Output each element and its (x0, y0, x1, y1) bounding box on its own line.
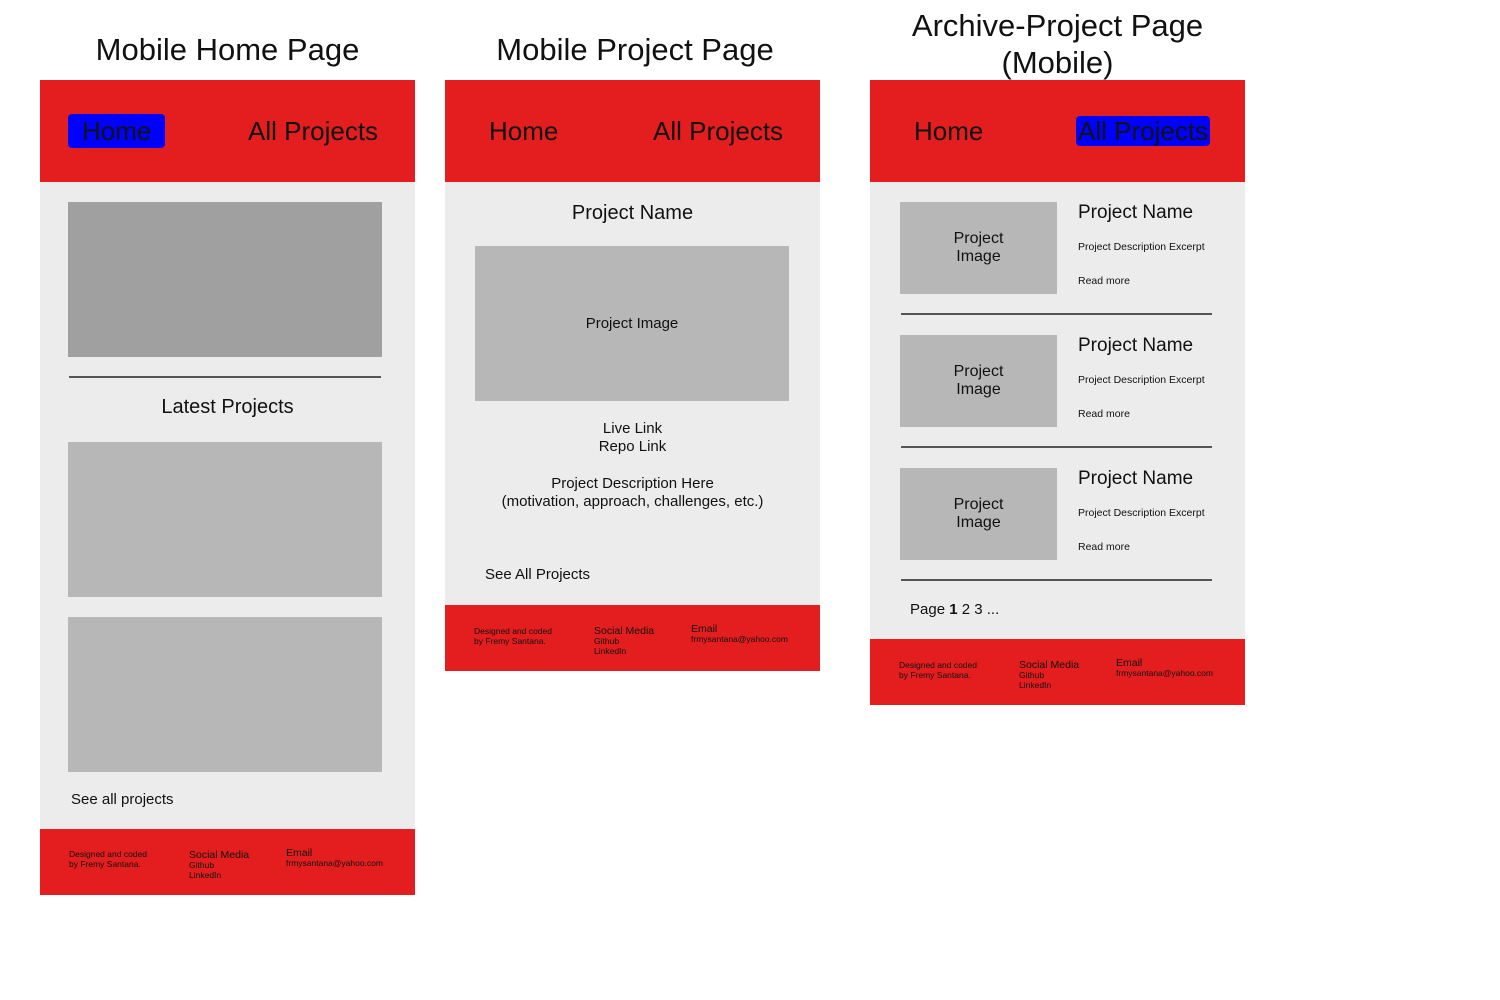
archive-header: Home All Projects (870, 80, 1245, 182)
image-label-line1: Project (953, 363, 1004, 380)
footer-email-title: Email (1116, 657, 1143, 669)
pagination-page-2[interactable]: 2 (961, 601, 971, 618)
home-divider (69, 376, 381, 378)
image-label-line2: Image (956, 381, 1001, 398)
footer-credit-line2: by Fremy Santana. (899, 670, 971, 680)
footer-email-title: Email (691, 623, 718, 635)
footer-email: Email frmysantana@yahoo.com (1116, 658, 1213, 678)
archive-item-name[interactable]: Project Name (1078, 202, 1194, 223)
project-image-placeholder: Project Image (475, 246, 789, 401)
footer-credit-line1: Designed and coded (474, 626, 552, 636)
pagination-label: Page (910, 601, 946, 618)
archive-item-excerpt: Project Description Excerpt (1078, 374, 1205, 386)
footer-credit: Designed and coded by Fremy Santana. (899, 660, 977, 680)
footer-social: Social Media Github LinkedIn (189, 850, 249, 880)
see-all-projects-link[interactable]: See All Projects (485, 566, 591, 583)
footer-github-link[interactable]: Github (189, 860, 215, 870)
archive-divider (901, 446, 1212, 448)
project-description-line2: (motivation, approach, challenges, etc.) (501, 493, 764, 510)
footer-linkedin-link[interactable]: LinkedIn (594, 646, 627, 656)
home-footer: Designed and coded by Fremy Santana. Soc… (40, 829, 415, 895)
nav-home-link[interactable]: Home (68, 114, 166, 148)
pagination-page-3[interactable]: 3 (974, 601, 983, 618)
footer-github-link[interactable]: Github (1019, 670, 1045, 680)
hero-image-placeholder (68, 202, 382, 357)
footer-social-title: Social Media (1019, 659, 1080, 671)
archive-divider (901, 313, 1212, 315)
archive-item-read-more[interactable]: Read more (1078, 275, 1130, 287)
pagination-current-page[interactable]: 1 (949, 601, 958, 618)
latest-projects-heading: Latest Projects (161, 396, 294, 418)
footer-github-link[interactable]: Github (594, 636, 620, 646)
archive-title-line1: Archive-Project Page (911, 8, 1204, 43)
archive-item-read-more[interactable]: Read more (1078, 408, 1130, 420)
footer-credit: Designed and coded by Fremy Santana. (474, 626, 552, 646)
nav-home-link[interactable]: Home (489, 116, 559, 146)
footer-email: Email frmysantana@yahoo.com (286, 848, 383, 868)
nav-all-projects-link[interactable]: All Projects (653, 116, 784, 146)
footer-social-title: Social Media (189, 849, 250, 861)
latest-project-card[interactable] (68, 442, 382, 597)
archive-item-name[interactable]: Project Name (1078, 468, 1194, 489)
live-link[interactable]: Live Link (602, 420, 663, 437)
footer-email: Email frmysantana@yahoo.com (691, 624, 788, 644)
project-image-label: Project Image (585, 314, 679, 332)
footer-social: Social Media Github LinkedIn (594, 626, 654, 656)
project-header: Home All Projects (445, 80, 820, 182)
footer-social: Social Media Github LinkedIn (1019, 660, 1079, 690)
image-label-line2: Image (956, 514, 1001, 531)
footer-linkedin-link[interactable]: LinkedIn (189, 870, 222, 880)
footer-credit-line1: Designed and coded (899, 660, 977, 670)
archive-page-title: Archive-Project Page (Mobile) (870, 7, 1245, 81)
footer-email-link[interactable]: frmysantana@yahoo.com (691, 634, 788, 644)
image-label-line1: Project (953, 496, 1004, 513)
footer-email-link[interactable]: frmysantana@yahoo.com (1116, 668, 1213, 678)
project-footer: Designed and coded by Fremy Santana. Soc… (445, 605, 820, 671)
image-label-line1: Project (953, 230, 1004, 247)
nav-all-projects-link[interactable]: All Projects (248, 116, 379, 146)
archive-item-excerpt: Project Description Excerpt (1078, 507, 1205, 519)
archive-item-excerpt: Project Description Excerpt (1078, 241, 1205, 253)
project-name-heading: Project Name (571, 202, 694, 224)
footer-linkedin-link[interactable]: LinkedIn (1019, 680, 1052, 690)
pagination-more[interactable]: ... (986, 601, 1000, 618)
footer-email-title: Email (286, 847, 313, 859)
latest-project-card[interactable] (68, 617, 382, 772)
home-page-mockup: Home All Projects Latest Projects See al… (40, 80, 415, 895)
footer-credit-line2: by Fremy Santana. (69, 859, 141, 869)
nav-all-projects-link[interactable]: All Projects (1076, 116, 1211, 146)
footer-credit: Designed and coded by Fremy Santana. (69, 849, 147, 869)
footer-social-title: Social Media (594, 625, 655, 637)
image-label-line2: Image (956, 248, 1001, 265)
project-description: Project Description Here (motivation, ap… (445, 475, 820, 511)
archive-title-line2: (Mobile) (1001, 45, 1114, 80)
project-links: Live Link Repo Link (445, 420, 820, 456)
project-description-line1: Project Description Here (551, 475, 714, 492)
nav-home-link[interactable]: Home (914, 116, 984, 146)
pagination: Page 1 2 3 ... (910, 601, 999, 618)
archive-footer: Designed and coded by Fremy Santana. Soc… (870, 639, 1245, 705)
see-all-projects-link[interactable]: See all projects (71, 791, 174, 808)
home-page-title: Mobile Home Page (95, 32, 360, 67)
footer-credit-line2: by Fremy Santana. (474, 636, 546, 646)
project-page-title: Mobile Project Page (496, 32, 774, 67)
archive-divider (901, 579, 1212, 581)
footer-email-link[interactable]: frmysantana@yahoo.com (286, 858, 383, 868)
archive-item-name[interactable]: Project Name (1078, 335, 1194, 356)
archive-item-read-more[interactable]: Read more (1078, 541, 1130, 553)
repo-link[interactable]: Repo Link (598, 438, 667, 455)
footer-credit-line1: Designed and coded (69, 849, 147, 859)
home-header: Home All Projects (40, 80, 415, 182)
project-page-mockup: Home All Projects Project Name Project I… (445, 80, 820, 671)
